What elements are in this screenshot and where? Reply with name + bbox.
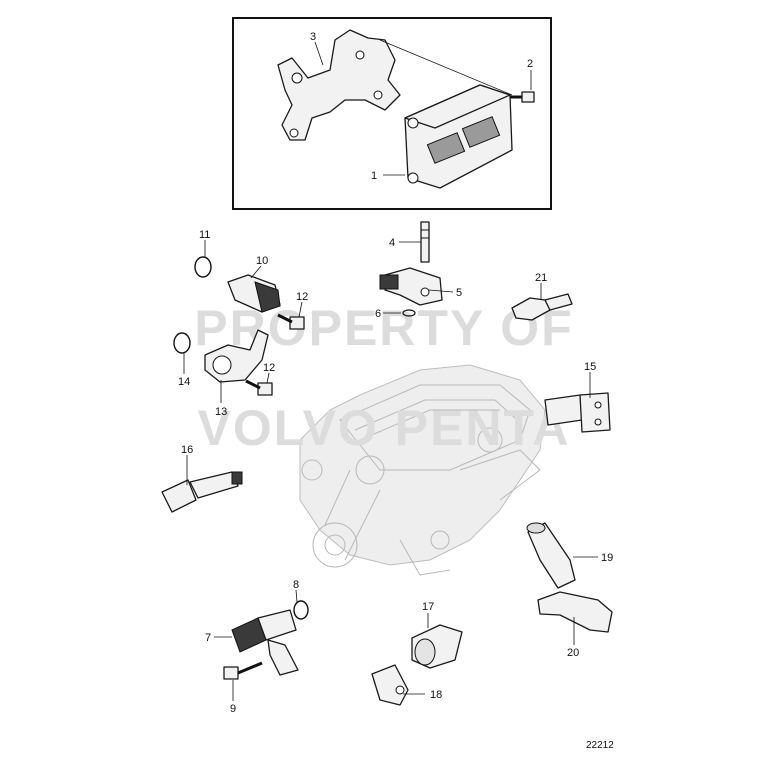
sensor-13 bbox=[204, 329, 269, 383]
sensor-15 bbox=[544, 392, 611, 433]
callout-6: 6 bbox=[375, 308, 381, 320]
callout-9: 9 bbox=[230, 703, 236, 715]
o-ring-8 bbox=[293, 600, 309, 620]
o-ring-11 bbox=[194, 256, 212, 278]
callout-15: 15 bbox=[584, 361, 596, 373]
watermark: PROPERTY OF VOLVO PENTA bbox=[194, 300, 571, 456]
callout-10: 10 bbox=[256, 255, 268, 267]
callout-21: 21 bbox=[535, 272, 547, 284]
callout-1: 1 bbox=[371, 170, 377, 182]
ecu-bolt bbox=[510, 91, 535, 103]
engine-control-unit bbox=[404, 84, 513, 189]
callout-2: 2 bbox=[527, 58, 533, 70]
sensor-5 bbox=[379, 267, 443, 306]
sensor-17 bbox=[411, 624, 463, 669]
ecu-mounting-bracket bbox=[277, 29, 401, 141]
callout-12-lower: 12 bbox=[263, 362, 275, 374]
callout-12-upper: 12 bbox=[296, 291, 308, 303]
watermark-line2: VOLVO PENTA bbox=[198, 400, 571, 456]
bolt-9 bbox=[223, 661, 263, 680]
fitting-20 bbox=[537, 591, 613, 633]
callout-19: 19 bbox=[601, 552, 613, 564]
callout-8: 8 bbox=[293, 579, 299, 591]
callout-3: 3 bbox=[310, 31, 316, 43]
figure-id: 22212 bbox=[586, 740, 614, 751]
ecu-group-frame bbox=[232, 17, 552, 210]
sensor-10 bbox=[227, 274, 281, 313]
callout-4: 4 bbox=[389, 237, 395, 249]
callout-17: 17 bbox=[422, 601, 434, 613]
o-ring-6 bbox=[402, 309, 416, 317]
o-ring-14 bbox=[173, 332, 191, 354]
callout-11: 11 bbox=[199, 229, 210, 241]
callout-18: 18 bbox=[430, 689, 442, 701]
callout-13: 13 bbox=[215, 406, 227, 418]
callout-5: 5 bbox=[456, 287, 462, 299]
sensor-16 bbox=[161, 471, 243, 513]
callout-16: 16 bbox=[181, 444, 193, 456]
callout-20: 20 bbox=[567, 647, 579, 659]
engine-background-illustration bbox=[299, 364, 546, 576]
sensor-7 bbox=[231, 609, 299, 676]
sensor-19 bbox=[526, 522, 576, 589]
callout-14: 14 bbox=[178, 376, 190, 388]
leader-lines bbox=[183, 39, 598, 701]
sensor-21 bbox=[511, 293, 573, 321]
bolt-12-upper bbox=[277, 313, 305, 330]
bolt-12-lower bbox=[245, 379, 273, 396]
callout-7: 7 bbox=[205, 632, 211, 644]
callout-labels: 1 2 3 4 5 6 7 8 9 10 11 12 12 13 14 15 1… bbox=[178, 31, 613, 715]
stud-bolt bbox=[420, 221, 430, 263]
fitting-18 bbox=[371, 664, 409, 706]
